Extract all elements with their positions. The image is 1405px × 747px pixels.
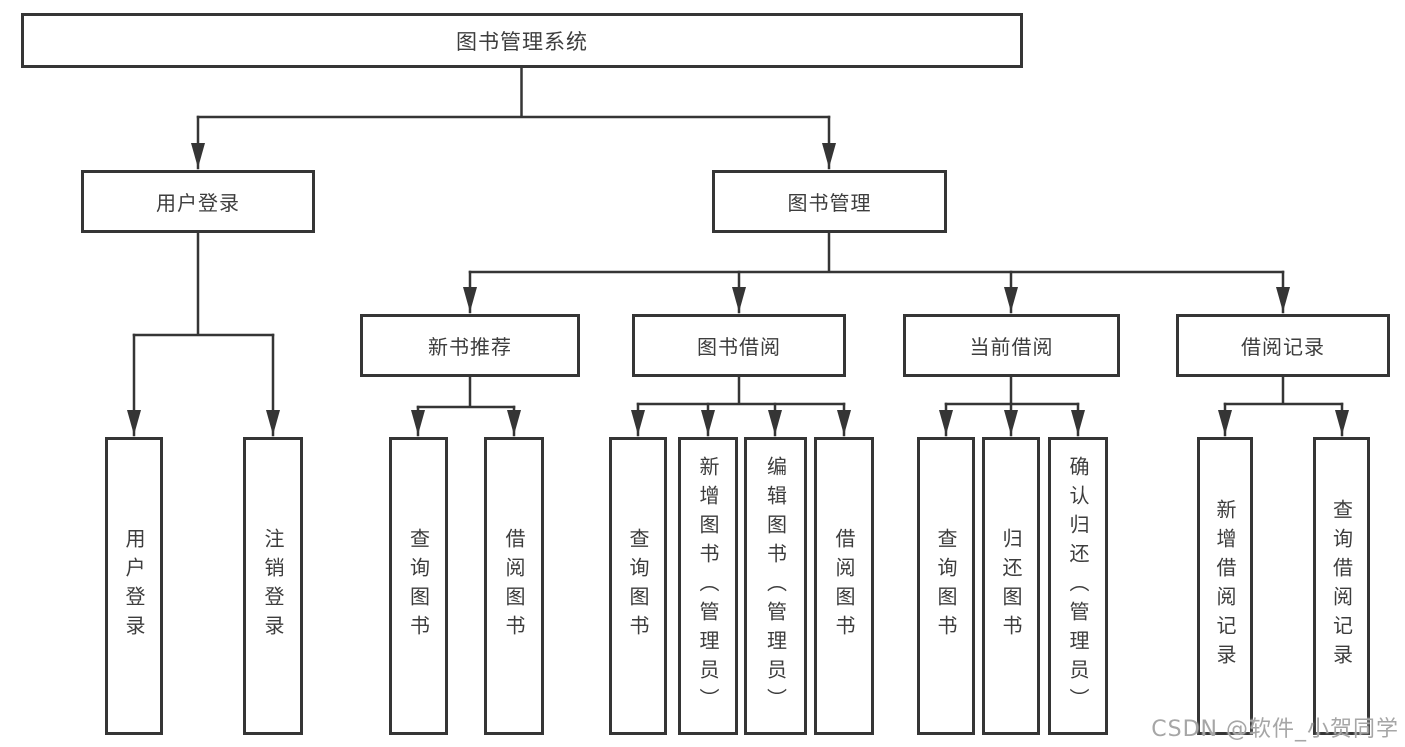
leaf-borrow-books-recommendation: 借阅图书 (484, 437, 544, 735)
leaf-label: 新增借阅记录 (1213, 499, 1237, 673)
leaf-label: 归还图书 (999, 528, 1023, 644)
leaf-query-books-recommendation: 查询图书 (389, 437, 448, 735)
leaf-query-borrow-record: 查询借阅记录 (1313, 437, 1370, 735)
leaf-label: 查询借阅记录 (1329, 499, 1354, 673)
leaf-query-books-borrowing: 查询图书 (609, 437, 667, 735)
leaf-label: 查询图书 (406, 528, 431, 644)
leaf-confirm-return-admin: 确认归还（管理员） (1048, 437, 1108, 735)
leaf-label: 注销登录 (261, 528, 285, 644)
leaf-label: 查询图书 (626, 528, 650, 644)
node-current-borrowing: 当前借阅 (903, 314, 1120, 377)
node-label: 当前借阅 (969, 335, 1054, 359)
leaf-label: 借阅图书 (832, 528, 856, 644)
leaf-user-login: 用户登录 (105, 437, 163, 735)
edge-root-to-level2 (191, 66, 836, 170)
leaf-label: 新增图书（管理员） (696, 455, 720, 717)
csdn-watermark: CSDN @软件_小贺同学 (1151, 717, 1399, 742)
node-user-login: 用户登录 (81, 170, 315, 233)
edge-new-book-recommendation-children (411, 375, 521, 437)
leaf-add-borrow-record: 新增借阅记录 (1197, 437, 1253, 735)
leaf-query-books-current: 查询图书 (917, 437, 975, 735)
leaf-borrow-books: 借阅图书 (814, 437, 874, 735)
node-label: 图书管理系统 (456, 29, 588, 54)
edge-user-login-children (127, 231, 280, 437)
leaf-label: 编辑图书（管理员） (763, 455, 788, 717)
node-label: 用户登录 (156, 191, 240, 215)
node-book-borrowing: 图书借阅 (632, 314, 846, 377)
leaf-logout: 注销登录 (243, 437, 303, 735)
edge-book-management-children (463, 230, 1290, 314)
leaf-return-books: 归还图书 (982, 437, 1040, 735)
node-book-management: 图书管理 (712, 170, 947, 233)
leaf-label: 查询图书 (934, 528, 958, 644)
node-library-management-system: 图书管理系统 (21, 13, 1023, 68)
edge-current-borrowing-children (939, 375, 1085, 437)
node-label: 借阅记录 (1241, 335, 1325, 359)
node-new-book-recommendation: 新书推荐 (360, 314, 580, 377)
leaf-label: 确认归还（管理员） (1066, 455, 1090, 717)
leaf-label: 借阅图书 (502, 528, 526, 644)
node-label: 图书管理 (787, 191, 872, 215)
leaf-edit-books-admin: 编辑图书（管理员） (744, 437, 807, 735)
node-label: 新书推荐 (428, 335, 512, 359)
edge-book-borrowing-children (631, 375, 851, 437)
edge-borrowing-records-children (1218, 375, 1349, 437)
node-label: 图书借阅 (697, 335, 781, 359)
leaf-add-books-admin: 新增图书（管理员） (678, 437, 738, 735)
leaf-label: 用户登录 (122, 528, 146, 644)
node-borrowing-records: 借阅记录 (1176, 314, 1390, 377)
